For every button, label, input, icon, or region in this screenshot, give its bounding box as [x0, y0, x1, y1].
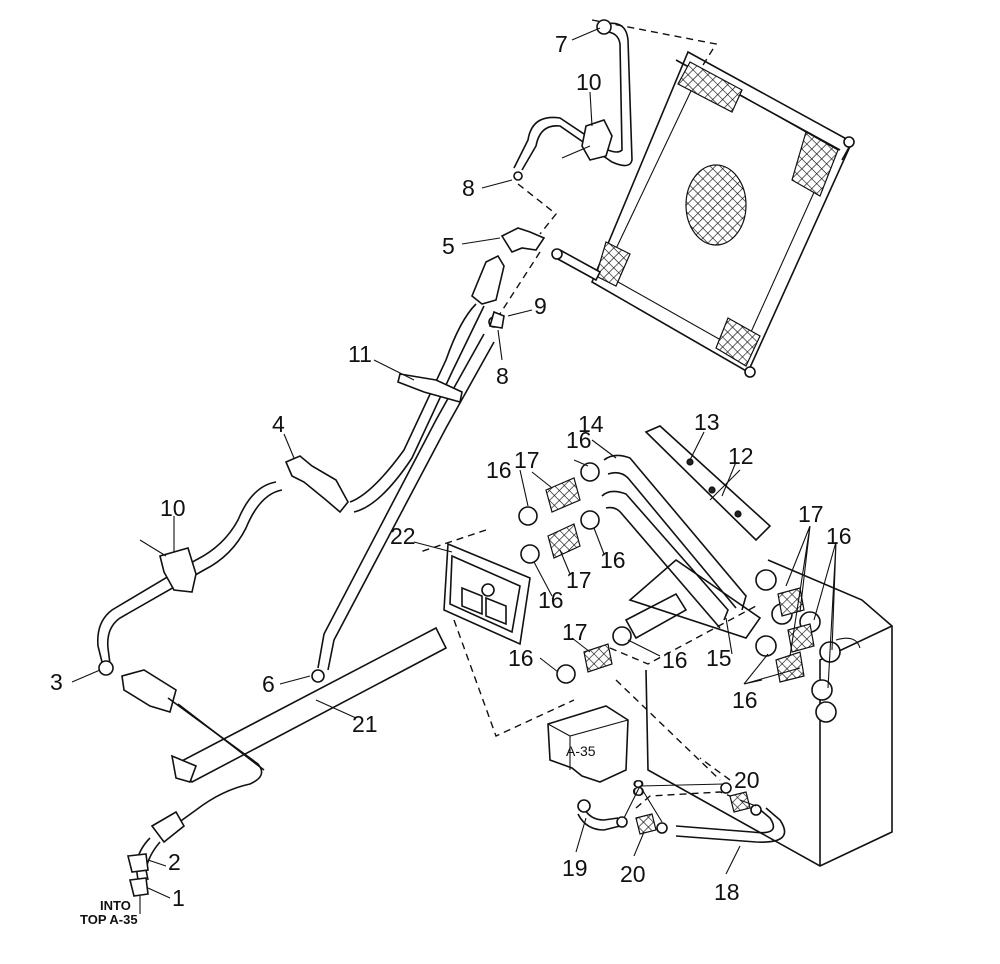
cooler-corner-mesh-tr [791, 131, 839, 197]
callout-16-e: 16 [508, 645, 534, 671]
callout-19: 19 [562, 855, 588, 881]
callout-7: 7 [555, 31, 568, 57]
callout-16-c: 16 [538, 587, 564, 613]
hose-end-fitting [471, 254, 505, 305]
washer-16-e [556, 664, 576, 684]
fitting-4 [284, 455, 349, 514]
callout-16-f: 16 [662, 647, 688, 673]
oring-8-b3 [720, 782, 732, 794]
fitting-7 [596, 19, 612, 35]
callout-16-h: 16 [732, 687, 758, 713]
callout-16-d: 16 [600, 547, 626, 573]
hose-fitting-left [121, 669, 177, 714]
washer-16-c [520, 544, 540, 564]
callout-5: 5 [442, 233, 455, 259]
washer-16-a [518, 506, 538, 526]
washer-16-d [580, 510, 600, 530]
hydraulic-tank [609, 559, 893, 867]
callout-18: 18 [714, 879, 740, 905]
callout-17-d: 17 [798, 501, 824, 527]
tube-7-assembly [513, 19, 633, 235]
callout-6: 6 [262, 671, 275, 697]
note-into-line1: INTO [100, 898, 131, 913]
clamp-10-left [159, 547, 197, 593]
oil-cooler [551, 19, 855, 378]
fitting-6 [311, 669, 325, 683]
cooler-corner-mesh-bl [595, 241, 631, 287]
callout-20-b: 20 [620, 861, 646, 887]
callout-13: 13 [694, 409, 720, 435]
callout-11: 11 [348, 341, 372, 367]
callout-16-g: 16 [826, 523, 852, 549]
fitting-20-a [729, 791, 751, 813]
leader-lines [71, 27, 837, 899]
fitting-20-b [635, 813, 657, 835]
callout-21: 21 [352, 711, 378, 737]
callout-17-b: 17 [566, 567, 592, 593]
note-into-line2: TOP A-35 [80, 912, 138, 927]
callout-2: 2 [168, 849, 181, 875]
callout-8-bottom: 8 [632, 775, 645, 801]
callout-17-a: 17 [514, 447, 540, 473]
washer-16-f [612, 626, 632, 646]
callout-1: 1 [172, 885, 185, 911]
callout-15: 15 [706, 645, 732, 671]
clamp-10-top [581, 119, 613, 161]
callout-20-a: 20 [734, 767, 760, 793]
valve-a35-assembly: A-35 [547, 679, 786, 843]
callout-17-c: 17 [562, 619, 588, 645]
fitting-1 [129, 877, 149, 897]
fitting-17-a [545, 477, 581, 513]
washer-16-b [580, 462, 600, 482]
callout-labels: 7 10 8 5 9 8 11 4 10 3 6 21 2 1 INTO TOP… [50, 31, 852, 927]
valve-a35-label: A-35 [566, 743, 596, 759]
pipes-12-15 [601, 425, 772, 639]
fitting-17-c [583, 643, 613, 673]
callout-12: 12 [728, 443, 754, 469]
nut-9 [488, 310, 505, 329]
clamp-11 [397, 373, 463, 404]
oring-8-b2 [656, 822, 668, 834]
callout-16-b: 16 [566, 427, 592, 453]
fitting-3 [98, 660, 114, 676]
tube-3-4-assembly [96, 455, 349, 714]
callout-16-a: 16 [486, 457, 512, 483]
callout-22: 22 [390, 523, 416, 549]
cooler-corner-mesh-br [715, 317, 761, 367]
manifold-22-assembly [419, 462, 688, 737]
callout-4: 4 [272, 411, 285, 437]
callout-3: 3 [50, 669, 63, 695]
elbow-5-hose-assembly [311, 227, 546, 683]
fitting-19 [577, 799, 591, 813]
oring-8-b4 [750, 804, 762, 816]
callout-14: 14 [578, 411, 604, 437]
callout-10-left: 10 [160, 495, 186, 521]
elbow-5 [500, 227, 546, 253]
cooler-corner-mesh-tl [677, 61, 743, 113]
oring-8-b1 [616, 816, 628, 828]
fitting-2 [127, 853, 149, 873]
callout-10-top: 10 [576, 69, 602, 95]
callout-8-mid: 8 [496, 363, 509, 389]
cooler-fan-mesh [685, 164, 747, 246]
line-21-assembly [127, 626, 448, 914]
oring-8-top [513, 171, 523, 181]
callout-8-top: 8 [462, 175, 475, 201]
callout-9: 9 [534, 293, 547, 319]
fitting-17-b [547, 523, 581, 559]
